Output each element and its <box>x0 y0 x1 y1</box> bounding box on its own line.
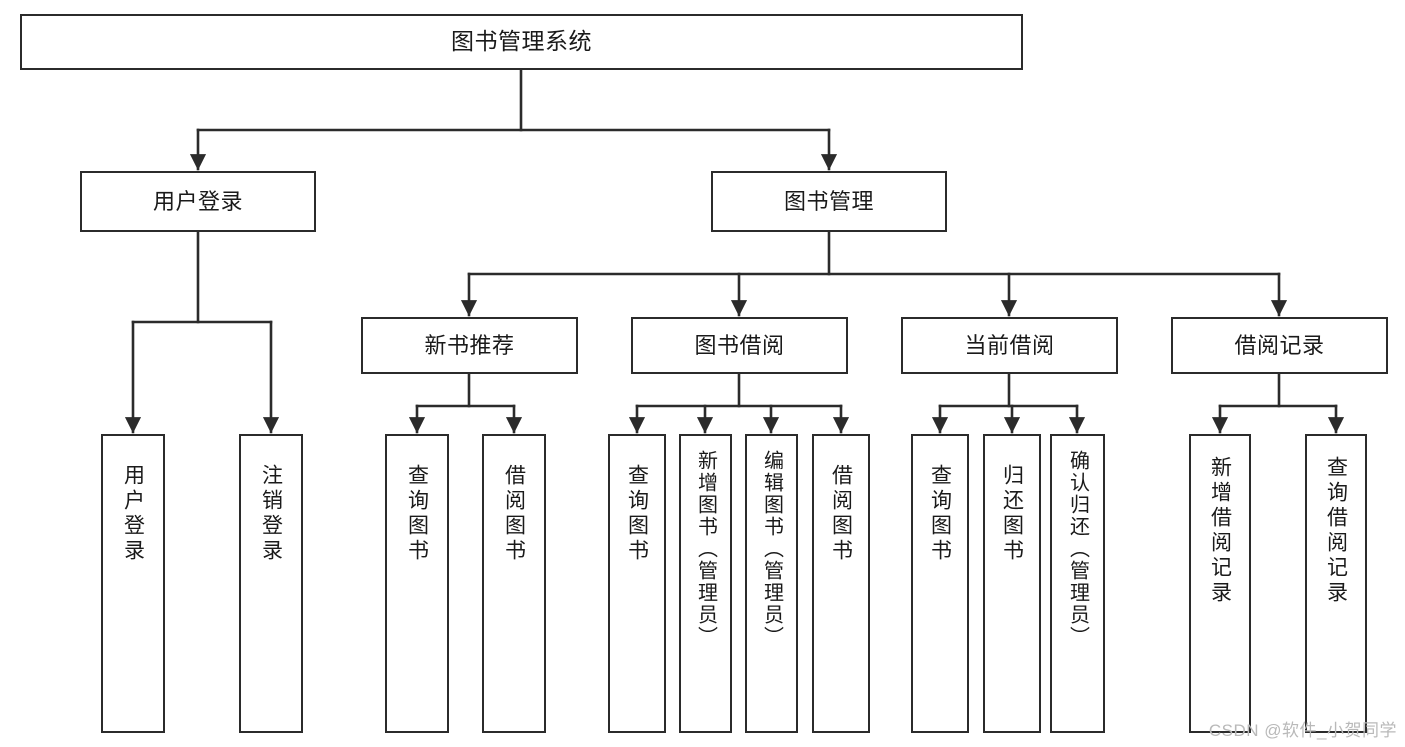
node-leaf-edit-book-label: 编辑图书（管理员） <box>760 450 783 648</box>
node-user-login-label: 用户登录 <box>152 188 243 214</box>
node-leaf-edit-book[interactable]: 编辑图书（管理员） <box>745 434 798 733</box>
node-book-borrow-label: 图书借阅 <box>694 332 785 358</box>
node-leaf-query-book-3-label: 查询图书 <box>928 464 952 564</box>
node-leaf-user-logout[interactable]: 注销登录 <box>239 434 303 733</box>
node-current-borrow-label: 当前借阅 <box>964 332 1055 358</box>
node-root[interactable]: 图书管理系统 <box>20 14 1023 70</box>
node-borrow-record[interactable]: 借阅记录 <box>1171 317 1388 374</box>
node-new-book-recommend[interactable]: 新书推荐 <box>361 317 578 374</box>
node-leaf-confirm-return-label: 确认归还（管理员） <box>1066 450 1089 648</box>
node-leaf-confirm-return[interactable]: 确认归还（管理员） <box>1050 434 1105 733</box>
node-root-label: 图书管理系统 <box>451 28 592 55</box>
node-leaf-user-logout-label: 注销登录 <box>259 464 283 564</box>
node-borrow-record-label: 借阅记录 <box>1234 332 1325 358</box>
node-current-borrow[interactable]: 当前借阅 <box>901 317 1118 374</box>
node-user-login[interactable]: 用户登录 <box>80 171 316 232</box>
node-leaf-return-book-label: 归还图书 <box>1000 464 1024 564</box>
node-leaf-add-borrow-record-label: 新增借阅记录 <box>1208 456 1232 606</box>
node-leaf-query-borrow-record-label: 查询借阅记录 <box>1324 456 1348 606</box>
node-leaf-user-login[interactable]: 用户登录 <box>101 434 165 733</box>
node-leaf-return-book[interactable]: 归还图书 <box>983 434 1041 733</box>
node-leaf-add-borrow-record[interactable]: 新增借阅记录 <box>1189 434 1251 733</box>
node-leaf-query-book-1-label: 查询图书 <box>405 464 429 564</box>
node-leaf-query-book-1[interactable]: 查询图书 <box>385 434 449 733</box>
node-book-manage[interactable]: 图书管理 <box>711 171 947 232</box>
node-leaf-borrow-book-2-label: 借阅图书 <box>829 464 853 564</box>
node-leaf-query-borrow-record[interactable]: 查询借阅记录 <box>1305 434 1367 733</box>
node-leaf-user-login-label: 用户登录 <box>121 464 145 564</box>
node-new-book-recommend-label: 新书推荐 <box>424 332 515 358</box>
node-leaf-query-book-3[interactable]: 查询图书 <box>911 434 969 733</box>
node-leaf-add-book[interactable]: 新增图书（管理员） <box>679 434 732 733</box>
node-leaf-borrow-book-1-label: 借阅图书 <box>502 464 526 564</box>
node-leaf-borrow-book-1[interactable]: 借阅图书 <box>482 434 546 733</box>
node-leaf-borrow-book-2[interactable]: 借阅图书 <box>812 434 870 733</box>
node-leaf-query-book-2-label: 查询图书 <box>625 464 649 564</box>
node-leaf-add-book-label: 新增图书（管理员） <box>694 450 717 648</box>
watermark: CSDN @软件_小贺同学 <box>1208 721 1397 740</box>
node-leaf-query-book-2[interactable]: 查询图书 <box>608 434 666 733</box>
node-book-manage-label: 图书管理 <box>783 188 874 214</box>
node-book-borrow[interactable]: 图书借阅 <box>631 317 848 374</box>
